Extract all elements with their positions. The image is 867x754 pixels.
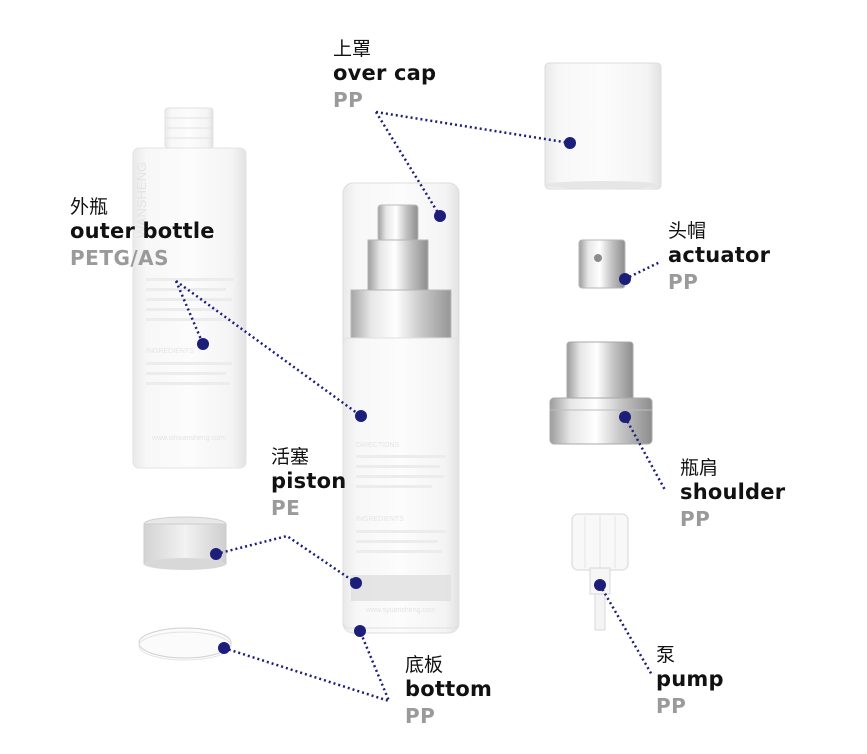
outer-bottle-material: PETG/AS (70, 246, 170, 270)
shoulder-zh: 瓶肩 (680, 457, 719, 479)
over-cap-zh: 上罩 (333, 38, 372, 60)
label-pump: 泵 pump PP (656, 644, 724, 718)
connector-pump (598, 584, 654, 676)
connector-over-cap (374, 111, 442, 217)
shoulder-material: PP (680, 507, 711, 531)
pump-material: PP (656, 694, 687, 718)
label-over-cap: 上罩 over cap PP (333, 38, 437, 112)
label-bottom: 底板 bottom PP (405, 654, 493, 728)
label-actuator: 头帽 actuator PP (668, 220, 771, 294)
connector-dots (197, 137, 631, 654)
shoulder-en: shoulder (680, 480, 786, 504)
connector-outer-bottle (174, 280, 205, 345)
label-shoulder: 瓶肩 shoulder PP (680, 457, 786, 531)
piston-image (143, 516, 227, 570)
bottom-material: PP (405, 704, 436, 728)
outer-bottle-en: outer bottle (70, 219, 215, 243)
dot-outer-bottle-assembled (355, 410, 367, 422)
bottle-brand-text: WANSHENG (134, 162, 149, 238)
bottom-plate-image (138, 627, 232, 661)
bottle-ingredients-heading: INGREDIENTS (146, 348, 194, 355)
bottle-directions-heading: DIRECTIONS (356, 442, 400, 449)
connector-outer-bottle-b (175, 279, 362, 418)
actuator-material: PP (668, 270, 699, 294)
pump-en: pump (656, 667, 724, 691)
outer-bottle-zh: 外瓶 (70, 196, 109, 218)
connector-bottom (223, 630, 392, 704)
dot-piston-assembled (350, 577, 362, 589)
bottom-en: bottom (405, 677, 493, 701)
connector-actuator (624, 260, 661, 281)
pump-zh: 泵 (656, 644, 676, 666)
connector-lines (174, 110, 667, 704)
assembled-bottle-image: DIRECTIONS INGREDIENTS www.syuansheng.co… (342, 182, 460, 634)
dot-over-cap-part (564, 137, 576, 149)
connector-piston (215, 534, 357, 585)
bottle-website-left: www.sinwansheng.com (151, 435, 225, 442)
piston-en: piston (271, 469, 347, 493)
actuator-en: actuator (668, 243, 771, 267)
dot-outer-bottle-part (197, 338, 209, 350)
piston-material: PE (271, 496, 301, 520)
actuator-zh: 头帽 (668, 220, 707, 242)
dot-shoulder (619, 411, 631, 423)
actuator-image (578, 239, 626, 289)
dot-actuator (619, 273, 631, 285)
pump-image (571, 513, 629, 631)
connector-shoulder (623, 416, 667, 491)
bottle-website-center: www.syuansheng.com (365, 607, 436, 614)
dot-bottom-part (218, 642, 230, 654)
bottle-ingredients-heading-center: INGREDIENTS (356, 516, 404, 523)
over-cap-image (544, 62, 662, 190)
shoulder-image (549, 341, 653, 445)
bottom-zh: 底板 (405, 654, 444, 676)
label-outer-bottle: 外瓶 outer bottle PETG/AS (70, 196, 215, 270)
outer-bottle-image: WANSHENG INGREDIENTS www.sinwansheng.com (132, 107, 247, 469)
label-piston: 活塞 piston PE (271, 446, 347, 520)
connector-over-cap-b (375, 110, 571, 145)
dot-pump (594, 579, 606, 591)
over-cap-en: over cap (333, 61, 437, 85)
dot-bottom-assembled (354, 625, 366, 637)
over-cap-material: PP (333, 88, 364, 112)
piston-zh: 活塞 (271, 446, 310, 468)
dot-piston-part (210, 548, 222, 560)
dot-over-cap-assembled (434, 210, 446, 222)
